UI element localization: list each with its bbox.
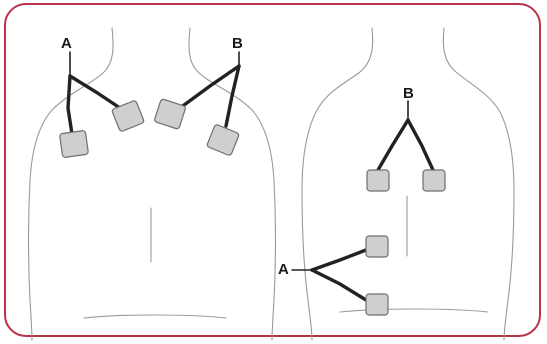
right-b-lead-2 [408, 120, 433, 170]
right-figure [302, 28, 514, 340]
left-waist-line [84, 315, 226, 318]
left-body-outline-right [189, 28, 276, 340]
right-b-pad-1 [367, 170, 389, 191]
right-label-b: B [403, 85, 414, 102]
left-a-pad-1 [59, 130, 88, 157]
right-label-a: A [278, 261, 289, 278]
right-b-lead-1 [378, 120, 408, 170]
right-a-pad-1 [366, 236, 388, 257]
right-body-outline-left [302, 28, 373, 340]
right-electrode-group-b: B [367, 85, 445, 191]
right-a-lead-1 [312, 250, 366, 270]
right-a-pad-2 [366, 294, 388, 315]
right-waist-line [340, 309, 488, 312]
left-electrode-group-a: A [59, 35, 144, 158]
right-b-pad-2 [423, 170, 445, 191]
right-body-outline-right [443, 28, 514, 340]
left-a-lead-1 [68, 76, 72, 134]
left-electrode-group-b: B [154, 35, 243, 156]
right-a-lead-2 [312, 270, 366, 300]
right-electrode-group-a: A [278, 236, 388, 315]
left-b-pad-1 [154, 99, 186, 130]
left-label-a: A [61, 35, 72, 52]
left-b-pad-2 [206, 124, 239, 156]
left-label-b: B [232, 35, 243, 52]
left-a-lead-2 [70, 76, 126, 112]
